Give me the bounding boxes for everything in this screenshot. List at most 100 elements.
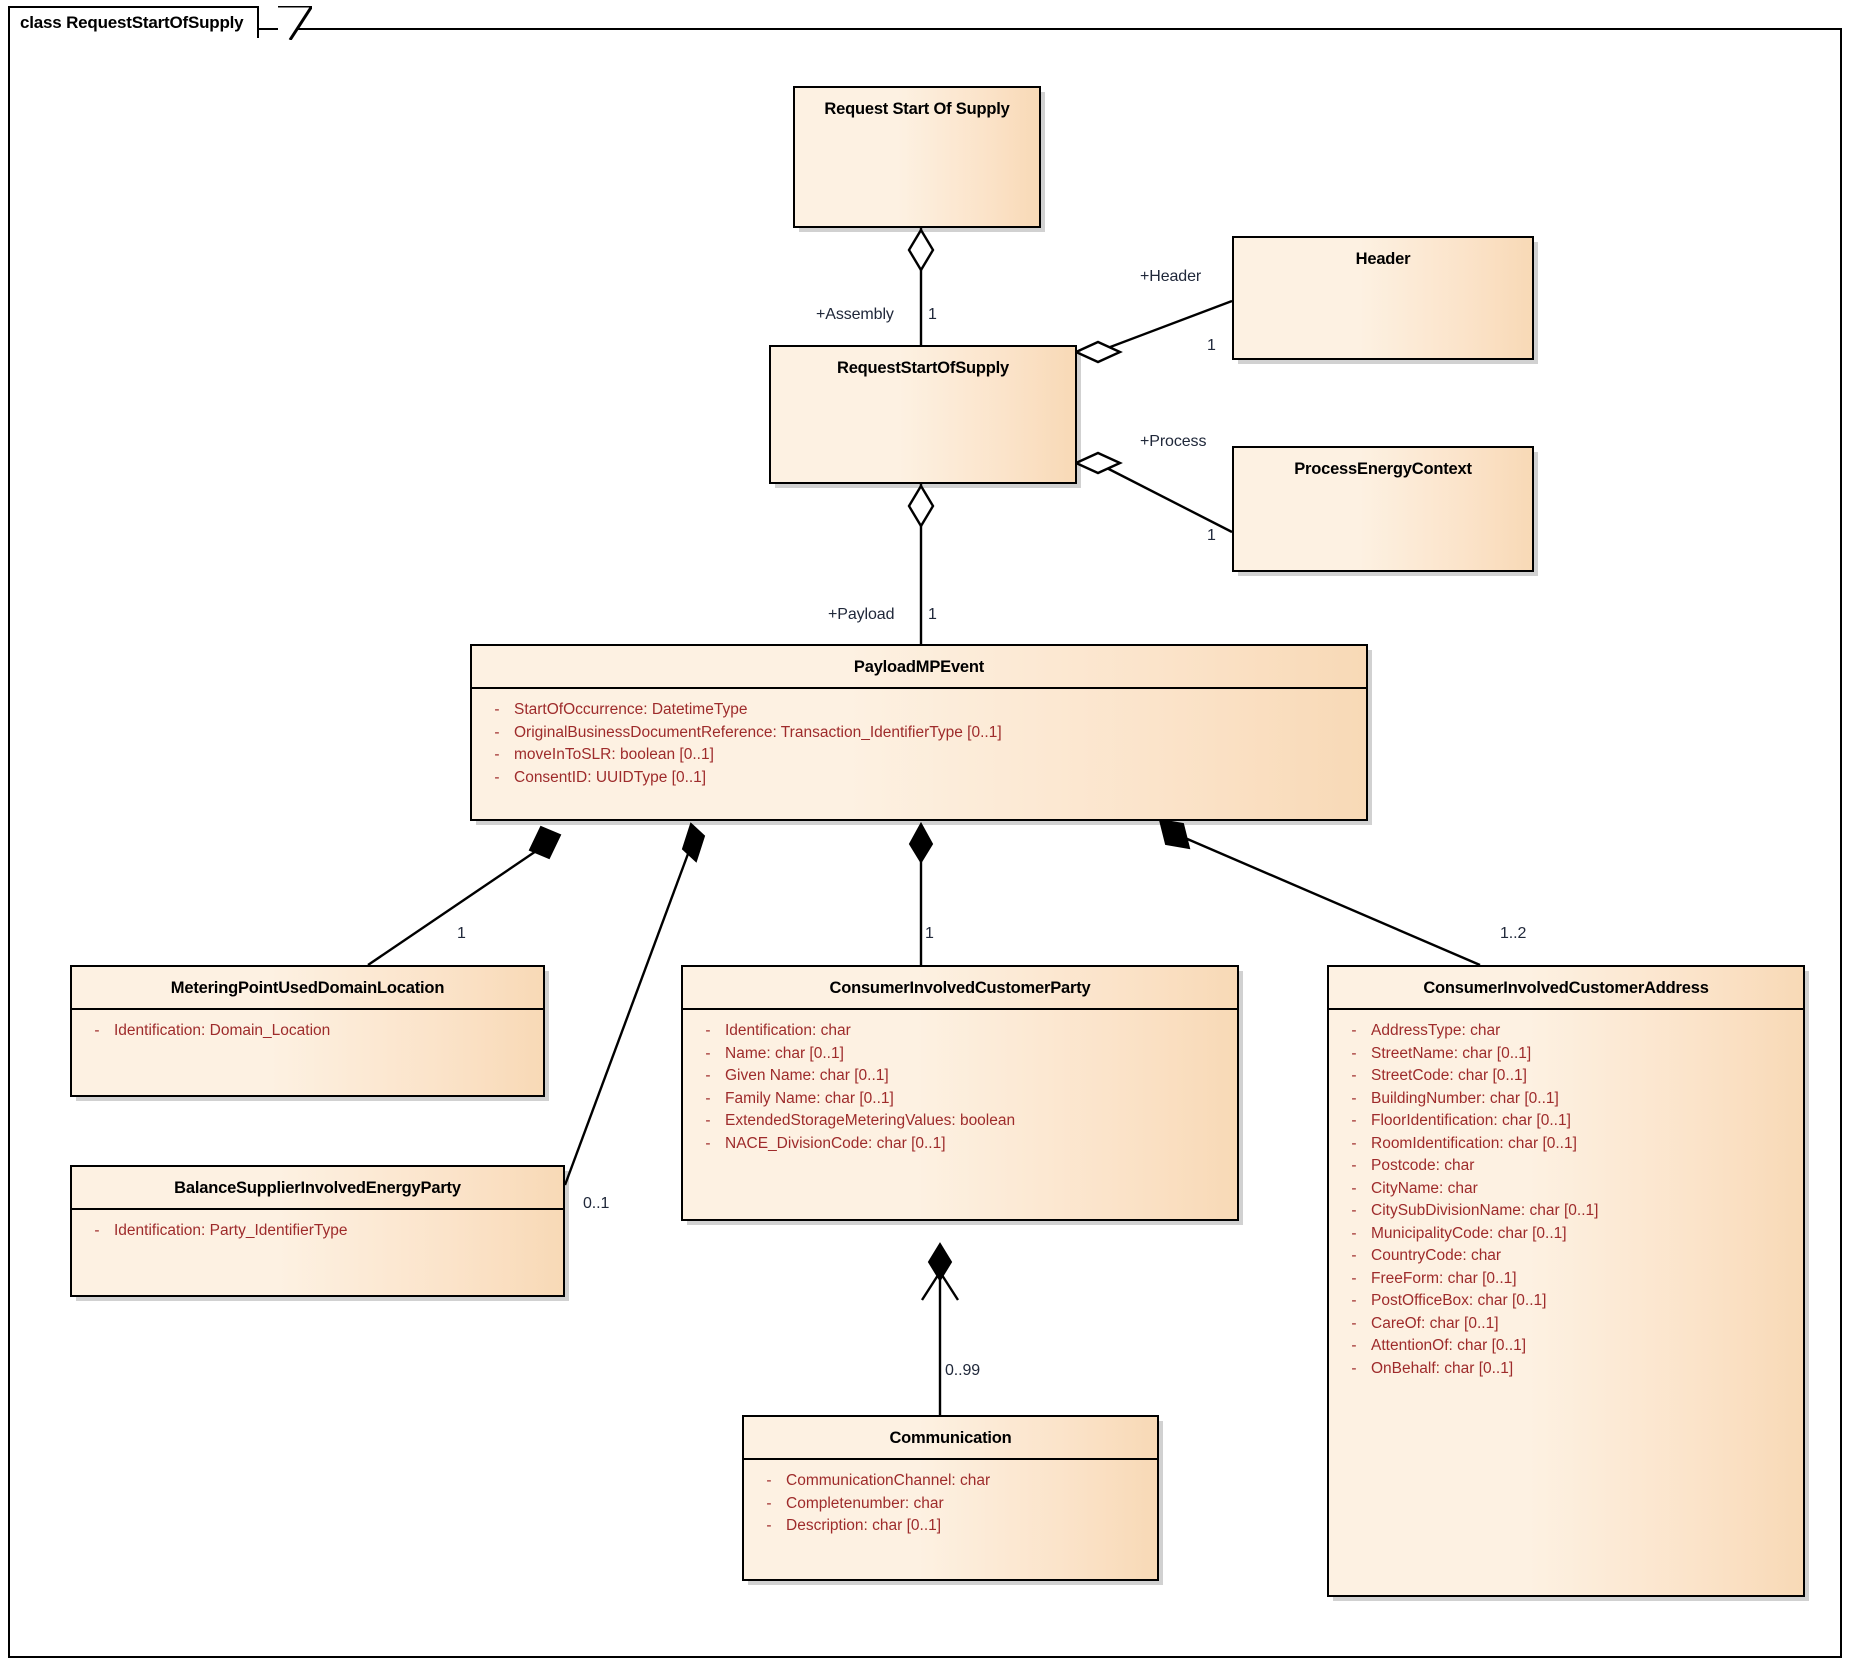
- class-attribute: -Name: char [0..1]: [687, 1043, 1233, 1066]
- edge-label-header-role: +Header: [1140, 268, 1202, 285]
- edge-label-process-role: +Process: [1140, 433, 1207, 450]
- class-attribute: -Identification: Party_IdentifierType: [76, 1220, 559, 1243]
- class-request-start-of-supply[interactable]: RequestStartOfSupply: [769, 345, 1077, 484]
- attribute-visibility: -: [494, 701, 500, 718]
- attribute-signature: FloorIdentification: char [0..1]: [1371, 1112, 1571, 1129]
- attribute-signature: Name: char [0..1]: [725, 1044, 844, 1062]
- class-separator: [72, 1208, 563, 1210]
- class-title: ProcessEnergyContext: [1294, 460, 1472, 478]
- attribute-signature: Identification: Party_IdentifierType: [114, 1222, 348, 1239]
- class-attribute: -StartOfOccurrence: DatetimeType: [476, 699, 1362, 722]
- attribute-signature: Postcode: char: [1371, 1157, 1475, 1174]
- class-attribute: -MunicipalityCode: char [0..1]: [1333, 1223, 1799, 1246]
- class-separator: [72, 1008, 543, 1010]
- class-separator: [683, 1008, 1237, 1010]
- class-title: ConsumerInvolvedCustomerAddress: [1423, 979, 1709, 997]
- class-attribute: -CareOf: char [0..1]: [1333, 1313, 1799, 1336]
- edge-label-assembly-mult: 1: [928, 306, 937, 323]
- attribute-signature: AttentionOf: char [0..1]: [1371, 1337, 1527, 1354]
- edge-label-process-mult: 1: [1207, 527, 1216, 544]
- attribute-signature: Family Name: char [0..1]: [725, 1089, 894, 1107]
- class-attribute: -AddressType: char: [1333, 1020, 1799, 1043]
- attribute-signature: OnBehalf: char [0..1]: [1371, 1359, 1514, 1377]
- attribute-signature: BuildingNumber: char [0..1]: [1371, 1089, 1559, 1107]
- class-attribute: -StreetCode: char [0..1]: [1333, 1065, 1799, 1088]
- attribute-visibility: -: [1351, 1022, 1357, 1039]
- attribute-signature: Identification: Domain_Location: [114, 1022, 331, 1039]
- class-separator: [744, 1458, 1157, 1460]
- class-attribute: -Given Name: char [0..1]: [687, 1065, 1233, 1088]
- attribute-signature: NACE_DivisionCode: char [0..1]: [725, 1134, 946, 1152]
- attribute-visibility: -: [1351, 1067, 1357, 1084]
- attribute-signature: MunicipalityCode: char [0..1]: [1371, 1224, 1567, 1242]
- class-attribute-list: -Identification: char-Name: char [0..1]-…: [683, 1010, 1237, 1163]
- attribute-visibility: -: [766, 1517, 772, 1534]
- class-title: Communication: [889, 1429, 1012, 1447]
- class-request-start-of-supply-root[interactable]: Request Start Of Supply: [793, 86, 1041, 228]
- attribute-visibility: -: [94, 1022, 100, 1039]
- class-attribute: -moveInToSLR: boolean [0..1]: [476, 744, 1362, 767]
- attribute-visibility: -: [705, 1089, 711, 1107]
- class-separator: [1329, 1008, 1803, 1010]
- attribute-visibility: -: [1351, 1089, 1357, 1107]
- class-communication[interactable]: Communication -CommunicationChannel: cha…: [742, 1415, 1159, 1581]
- attribute-visibility: -: [1351, 1292, 1357, 1309]
- class-process-energy-context[interactable]: ProcessEnergyContext: [1232, 446, 1534, 572]
- class-separator: [472, 687, 1366, 689]
- attribute-visibility: -: [94, 1222, 100, 1239]
- edge-label-metering-mult: 1: [457, 925, 466, 942]
- class-balance-supplier-involved-energy-party[interactable]: BalanceSupplierInvolvedEnergyParty -Iden…: [70, 1165, 565, 1297]
- attribute-visibility: -: [705, 1112, 711, 1129]
- class-payload-mp-event[interactable]: PayloadMPEvent -StartOfOccurrence: Datet…: [470, 644, 1368, 821]
- class-attribute: -CitySubDivisionName: char [0..1]: [1333, 1200, 1799, 1223]
- attribute-signature: StreetName: char [0..1]: [1371, 1044, 1532, 1062]
- attribute-signature: StreetCode: char [0..1]: [1371, 1067, 1527, 1084]
- class-title: PayloadMPEvent: [853, 658, 985, 676]
- attribute-visibility: -: [1351, 1044, 1357, 1062]
- attribute-signature: RoomIdentification: char [0..1]: [1371, 1134, 1577, 1152]
- attribute-visibility: -: [1351, 1359, 1357, 1377]
- class-attribute: -Completenumber: char: [748, 1493, 1153, 1516]
- attribute-visibility: -: [705, 1044, 711, 1062]
- attribute-signature: OriginalBusinessDocumentReference: Trans…: [514, 723, 1002, 741]
- attribute-visibility: -: [705, 1134, 711, 1152]
- class-attribute: -Identification: char: [687, 1020, 1233, 1043]
- class-header[interactable]: Header: [1232, 236, 1534, 360]
- attribute-signature: ExtendedStorageMeteringValues: boolean: [725, 1112, 1016, 1129]
- class-attribute: -ExtendedStorageMeteringValues: boolean: [687, 1110, 1233, 1133]
- frame-tab-joint: [10, 36, 310, 40]
- class-attribute: -FreeForm: char [0..1]: [1333, 1268, 1799, 1291]
- class-attribute-list: -AddressType: char-StreetName: char [0..…: [1329, 1010, 1803, 1388]
- class-attribute: -ConsentID: UUIDType [0..1]: [476, 767, 1362, 790]
- class-title: MeteringPointUsedDomainLocation: [170, 979, 445, 997]
- edge-label-payload-role: +Payload: [828, 606, 895, 623]
- class-attribute-list: -StartOfOccurrence: DatetimeType-Origina…: [472, 689, 1366, 797]
- class-attribute: -CountryCode: char: [1333, 1245, 1799, 1268]
- class-attribute: -StreetName: char [0..1]: [1333, 1043, 1799, 1066]
- frame-tab-notch-icon: [278, 6, 312, 40]
- attribute-visibility: -: [1351, 1202, 1357, 1219]
- attribute-signature: CountryCode: char: [1371, 1247, 1502, 1264]
- class-title: BalanceSupplierInvolvedEnergyParty: [174, 1179, 461, 1197]
- class-attribute: -Family Name: char [0..1]: [687, 1088, 1233, 1111]
- attribute-visibility: -: [1351, 1314, 1357, 1332]
- class-title: RequestStartOfSupply: [836, 359, 1010, 377]
- edge-label-customer-party-mult: 1: [925, 925, 934, 942]
- class-consumer-involved-customer-party[interactable]: ConsumerInvolvedCustomerParty -Identific…: [681, 965, 1239, 1221]
- attribute-visibility: -: [494, 746, 500, 763]
- class-title: ConsumerInvolvedCustomerParty: [829, 979, 1091, 997]
- class-attribute: -FloorIdentification: char [0..1]: [1333, 1110, 1799, 1133]
- class-attribute: -PostOfficeBox: char [0..1]: [1333, 1290, 1799, 1313]
- edge-label-communication-mult: 0..99: [945, 1362, 981, 1379]
- attribute-signature: StartOfOccurrence: DatetimeType: [514, 701, 748, 718]
- attribute-visibility: -: [766, 1472, 772, 1489]
- class-metering-point-used-domain-location[interactable]: MeteringPointUsedDomainLocation -Identif…: [70, 965, 545, 1097]
- class-attribute: -Identification: Domain_Location: [76, 1020, 539, 1043]
- attribute-signature: moveInToSLR: boolean [0..1]: [514, 746, 714, 763]
- attribute-signature: AddressType: char: [1371, 1022, 1501, 1039]
- attribute-signature: Description: char [0..1]: [786, 1517, 942, 1534]
- attribute-signature: Completenumber: char: [786, 1494, 944, 1512]
- class-title: Request Start Of Supply: [824, 100, 1010, 118]
- attribute-signature: CommunicationChannel: char: [786, 1472, 991, 1489]
- class-consumer-involved-customer-address[interactable]: ConsumerInvolvedCustomerAddress -Address…: [1327, 965, 1805, 1597]
